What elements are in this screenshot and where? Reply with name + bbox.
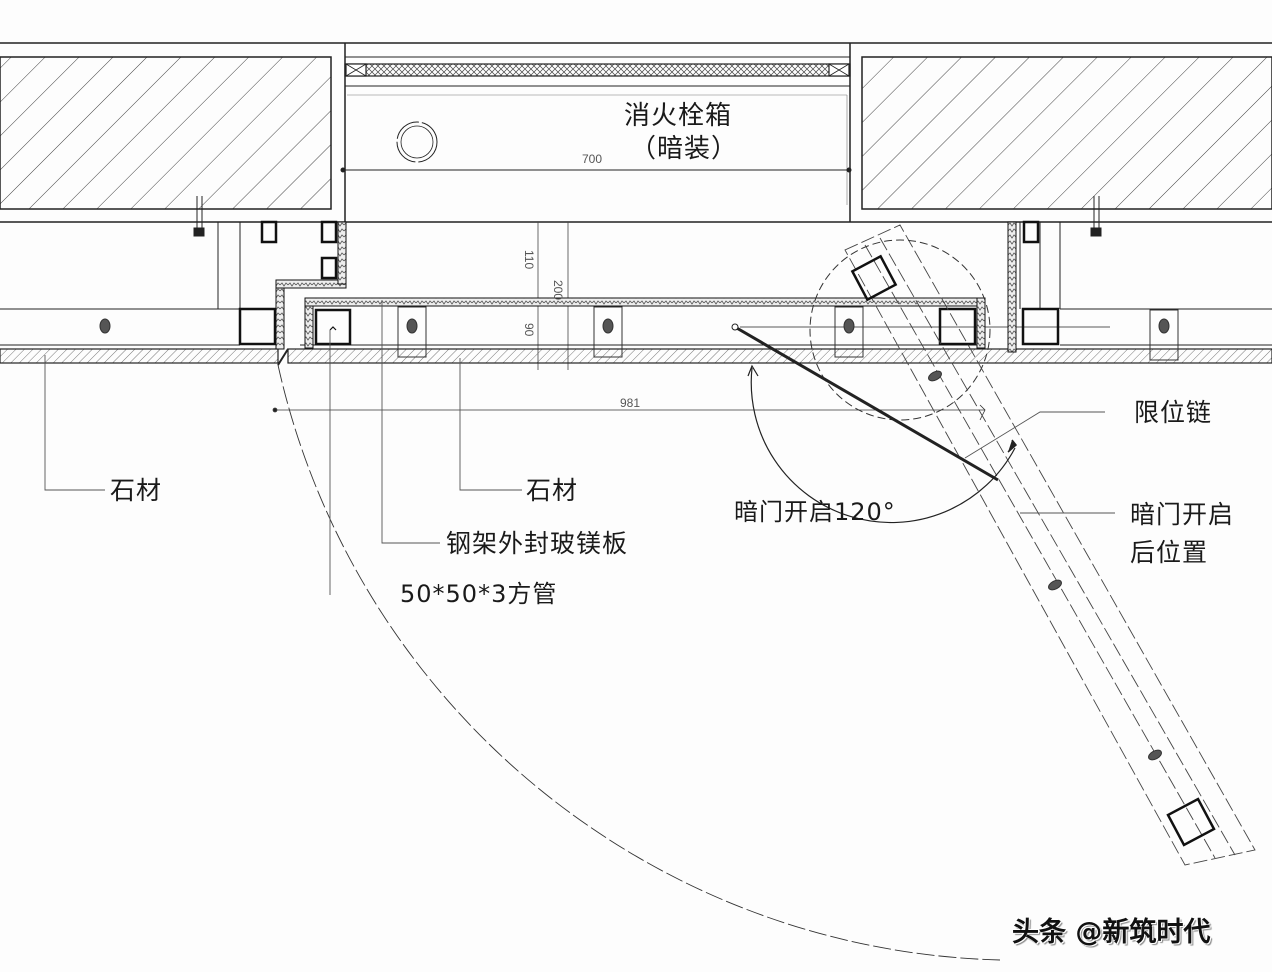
opened-door-tubes — [850, 254, 1216, 847]
dim-depth-upper: 110 — [522, 250, 536, 270]
dim-door-width: 981 — [620, 396, 641, 410]
label-door-open-position-1: 暗门开启 — [1130, 500, 1235, 529]
dim-box-width: 700 — [582, 152, 603, 166]
limit-chain — [734, 325, 999, 482]
fire-hydrant-box — [340, 56, 852, 205]
steel-frame-right — [938, 220, 1060, 353]
dim-depth-lower: 90 — [522, 323, 536, 337]
label-door-open-position-2: 后位置 — [1130, 538, 1209, 567]
label-stone-center: 石材 — [526, 476, 579, 505]
hydrant-box-subtitle: （暗装） — [630, 134, 739, 164]
swing-angle-arc — [750, 367, 1016, 524]
anchor-bolt-left — [193, 196, 205, 237]
anchor-bolt-right — [1090, 196, 1102, 237]
label-stone-left: 石材 — [110, 476, 163, 505]
label-steel-frame: 钢架外封玻镁板 — [446, 529, 629, 558]
hydrant-box-title: 消火栓箱 — [624, 101, 733, 131]
door-swing-arc — [277, 364, 1001, 961]
stone-finish-strip — [0, 348, 1272, 366]
label-limit-chain: 限位链 — [1134, 398, 1213, 427]
opened-door-brackets — [928, 370, 1162, 761]
leader-lines — [44, 300, 1115, 595]
dimension-lines — [272, 222, 986, 421]
door-brackets — [99, 306, 1179, 361]
label-door-open-angle: 暗门开启120° — [734, 498, 896, 526]
left-concrete-wall — [0, 56, 332, 210]
label-square-tube: 50*50*3方管 — [400, 580, 558, 608]
right-concrete-wall — [861, 56, 1272, 210]
substructure — [0, 222, 1272, 346]
dim-depth-total: 200 — [551, 280, 565, 301]
watermark: 头条 @新筑时代 — [1012, 917, 1211, 948]
hinge-swing-circle — [809, 239, 991, 421]
